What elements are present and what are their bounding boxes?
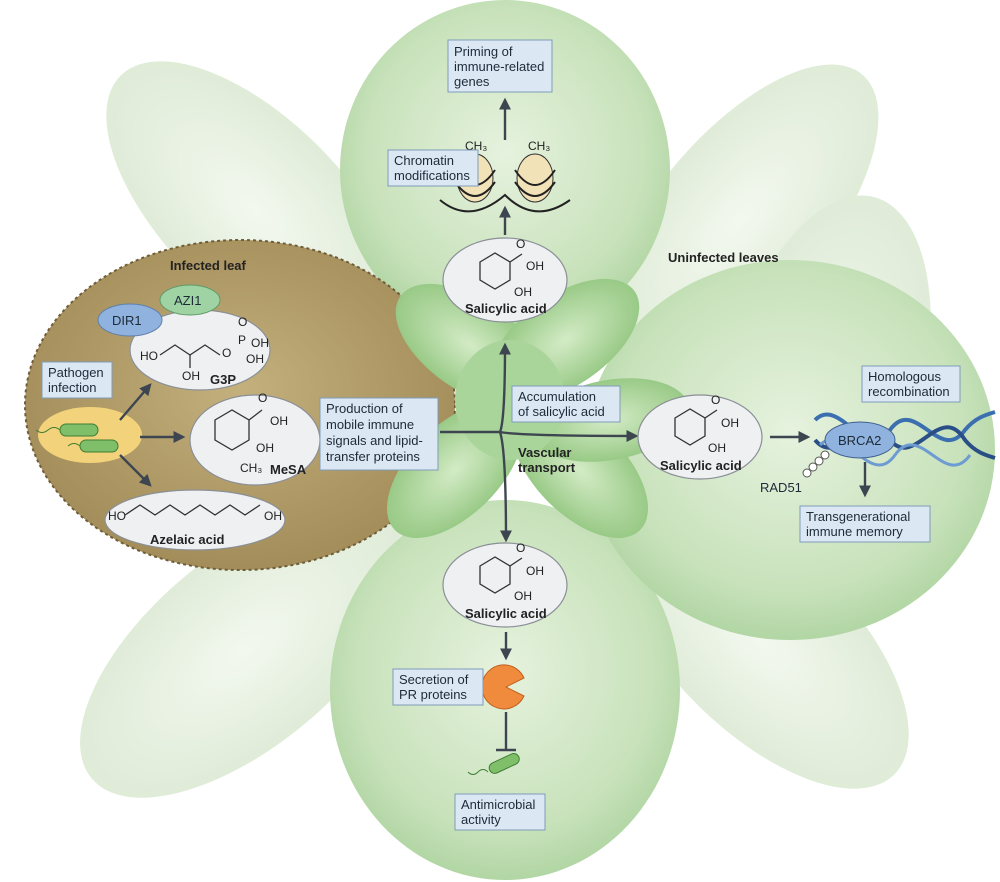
svg-text:OH: OH (264, 509, 282, 523)
rad51-beads (802, 450, 830, 478)
svg-text:OH: OH (251, 336, 269, 350)
right-leaf (585, 260, 995, 640)
svg-text:CH₃: CH₃ (240, 461, 262, 475)
brca2-protein (824, 421, 896, 459)
svg-text:OH: OH (526, 259, 544, 273)
bacteria-icon (35, 423, 119, 453)
svg-text:O: O (516, 237, 525, 251)
svg-text:OH: OH (182, 369, 200, 383)
svg-text:HO: HO (108, 509, 126, 523)
svg-text:OH: OH (256, 441, 274, 455)
priming-box: Priming of immune-related genes (447, 39, 553, 93)
pr-protein-icon (481, 664, 525, 710)
svg-text:O: O (711, 393, 720, 407)
rad51-label: RAD51 (760, 480, 802, 495)
inhibited-bacterium-icon (467, 753, 520, 775)
azi1-label: AZI1 (174, 293, 201, 308)
svg-text:O: O (238, 315, 247, 329)
svg-text:Salicylic acid: Salicylic acid (660, 458, 742, 473)
dir1-protein (97, 303, 163, 337)
g3p-label: G3P (210, 372, 236, 387)
svg-text:P: P (238, 333, 246, 347)
svg-text:O: O (516, 541, 525, 555)
production-box: Production of mobile immune signals and … (319, 397, 439, 471)
infected-leaf-label: Infected leaf (170, 258, 247, 273)
svg-text:OH: OH (246, 352, 264, 366)
vascular-transport-label: Vascular transport (518, 445, 576, 475)
svg-text:OH: OH (270, 414, 288, 428)
azelaic-acid-molecule: HO OH Azelaic acid (104, 489, 286, 551)
svg-text:OH: OH (514, 285, 532, 299)
mesa-molecule: O OH OH CH₃ MeSA (189, 391, 321, 486)
azi1-protein (159, 284, 221, 316)
mesa-label: MeSA (270, 462, 307, 477)
uninfected-leaves-label: Uninfected leaves (668, 250, 779, 265)
dir1-label: DIR1 (112, 313, 142, 328)
svg-text:Salicylic acid: Salicylic acid (465, 301, 547, 316)
salicylic-acid-top: O OH OH Salicylic acid (442, 237, 568, 323)
svg-text:Priming of immune-relate: Priming of immune-related genes (454, 44, 548, 89)
svg-text:OH: OH (721, 416, 739, 430)
top-leaf (340, 0, 670, 340)
svg-text:O: O (222, 346, 231, 360)
svg-text:OH: OH (526, 564, 544, 578)
azelaic-acid-label: Azelaic acid (150, 532, 224, 547)
svg-text:Salicylic acid: Salicylic acid (465, 606, 547, 621)
g3p-molecule: HO OH O P O OH OH G3P (129, 309, 271, 391)
svg-text:O: O (258, 391, 267, 405)
svg-text:OH: OH (708, 441, 726, 455)
svg-text:HO: HO (140, 349, 158, 363)
salicylic-acid-right: O OH OH Salicylic acid (637, 393, 763, 480)
svg-text:Production of mobile imm: Production of mobile immune signals and … (326, 401, 426, 464)
svg-text:OH: OH (514, 589, 532, 603)
brca2-label: BRCA2 (838, 433, 881, 448)
salicylic-acid-bottom: O OH OH Salicylic acid (442, 541, 568, 628)
svg-text:CH₃: CH₃ (528, 139, 550, 153)
